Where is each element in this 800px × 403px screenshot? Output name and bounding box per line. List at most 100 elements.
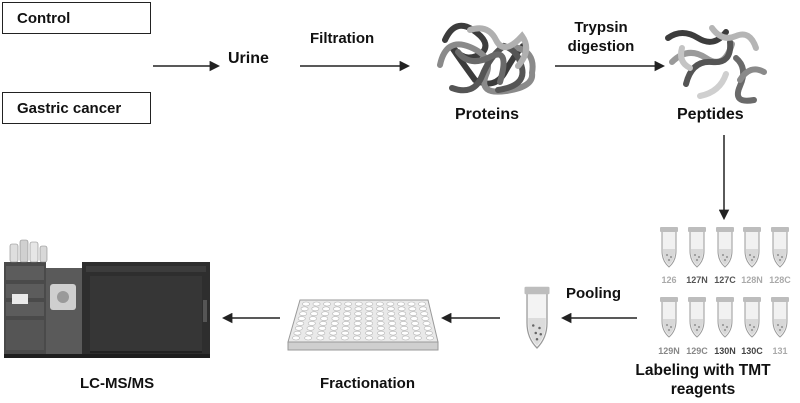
plate-well: [376, 316, 385, 321]
plate-well: [353, 335, 361, 341]
tmt-tubes-row2: [659, 296, 790, 338]
plate-well: [318, 325, 327, 331]
plate-well: [328, 335, 337, 341]
plate-well: [376, 325, 385, 331]
peptides-illustration: [665, 25, 767, 104]
filtration-label: Filtration: [310, 30, 375, 47]
plate-well: [397, 306, 406, 312]
plate-well: [354, 311, 363, 317]
plate-well: [377, 335, 386, 341]
plate-well: [397, 301, 405, 307]
tmt-labels-row1: 126 127N 127C 128N 128C: [661, 275, 791, 285]
plate-well: [419, 306, 428, 312]
plate-well: [309, 316, 317, 321]
plate-well: [343, 306, 352, 312]
plate-well: [329, 330, 338, 336]
plate-well: [365, 321, 374, 326]
plate-well: [354, 301, 363, 307]
labeling-line1: Labeling with TMT: [635, 362, 771, 379]
plate-well: [426, 335, 434, 341]
plate-well: [399, 316, 407, 321]
plate-well: [376, 311, 385, 317]
plate-well: [342, 316, 351, 321]
plate-well: [322, 306, 331, 312]
tmt-tubes-row1: [659, 226, 790, 268]
tmt-label-130c: 130C: [741, 346, 763, 356]
plate-well: [365, 311, 374, 317]
lcms-instrument-illustration: [4, 239, 210, 358]
labeling-label: Labeling with TMT reagents: [614, 361, 792, 399]
plate-well: [332, 311, 341, 317]
plate-well: [311, 306, 320, 312]
plate-well: [330, 321, 339, 326]
trypsin-digestion-label: Trypsin digestion: [561, 18, 641, 56]
plate-well: [321, 311, 330, 317]
plate-well: [333, 301, 342, 307]
lcms-label: LC-MS/MS: [80, 375, 155, 392]
plate-well: [413, 330, 421, 336]
plate-well: [333, 306, 341, 312]
plate-well: [388, 325, 397, 331]
plate-well: [376, 306, 384, 312]
plate-well: [296, 321, 305, 326]
plate-well: [365, 335, 373, 341]
plate-well: [300, 306, 309, 312]
plate-well: [305, 330, 314, 336]
plate-well: [354, 306, 363, 312]
control-box: Control: [2, 2, 151, 34]
tmt-label-129n: 129N: [658, 346, 680, 356]
tmt-label-126: 126: [661, 275, 676, 285]
plate-well: [341, 330, 350, 336]
plate-well: [387, 311, 396, 317]
plate-well: [408, 306, 417, 312]
plate-well: [323, 301, 331, 307]
trypsin-line1: Trypsin: [574, 19, 628, 36]
plate-well: [407, 301, 416, 307]
plate-well: [386, 306, 395, 312]
plate-well: [399, 321, 408, 326]
plate-well: [365, 330, 374, 336]
plate-well: [412, 325, 420, 331]
plate-well: [422, 321, 431, 326]
plate-well: [344, 301, 353, 307]
fractionation-label: Fractionation: [320, 375, 416, 392]
tmt-label-128n: 128N: [741, 275, 763, 285]
well-plate-illustration: [287, 299, 439, 351]
plate-well: [388, 321, 397, 326]
plate-well: [365, 306, 374, 312]
plate-well: [342, 321, 351, 326]
plate-well: [413, 335, 422, 341]
trypsin-line2: digestion: [567, 38, 635, 55]
plate-well: [317, 330, 326, 336]
plate-well: [410, 316, 419, 321]
plate-well: [398, 311, 407, 317]
plate-well: [353, 321, 362, 326]
plate-well: [293, 330, 302, 336]
plate-well: [420, 311, 429, 317]
plate-well: [306, 325, 315, 331]
plate-well: [424, 330, 433, 336]
plate-well: [376, 321, 385, 326]
plate-well: [340, 335, 349, 341]
peptides-label: Peptides: [677, 106, 744, 123]
plate-well: [421, 316, 430, 321]
plate-well: [365, 316, 374, 321]
tmt-label-128c: 128C: [769, 275, 791, 285]
tmt-label-129c: 129C: [686, 346, 708, 356]
plate-well: [304, 335, 313, 341]
plate-well: [319, 321, 328, 326]
gastric-cancer-box: Gastric cancer: [2, 92, 151, 124]
plate-well: [400, 325, 409, 331]
plate-well: [353, 325, 362, 331]
control-label: Control: [17, 9, 71, 27]
plate-well: [310, 311, 319, 317]
tmt-label-131: 131: [772, 346, 787, 356]
plate-well: [353, 330, 362, 336]
labeling-line2: reagents: [670, 381, 736, 398]
plate-well: [297, 316, 306, 321]
plate-well: [292, 335, 300, 341]
pooling-label: Pooling: [566, 285, 621, 302]
plate-well: [365, 325, 374, 331]
plate-well: [320, 316, 329, 321]
